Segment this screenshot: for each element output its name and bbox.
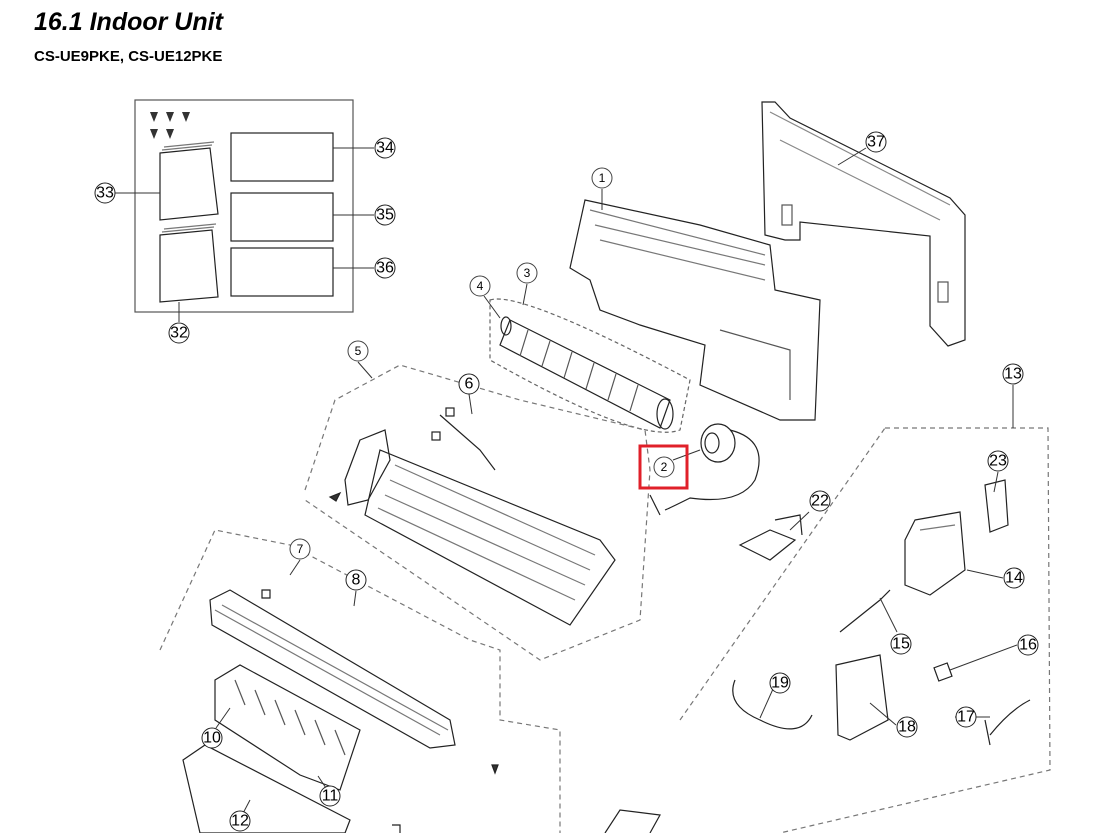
callout-34: 34	[374, 137, 396, 159]
callout-8: 8	[345, 569, 367, 591]
discharge-grille	[209, 589, 456, 749]
callout-16-label: 16	[1019, 637, 1037, 654]
callout-36: 36	[374, 257, 396, 279]
callout-35: 35	[374, 204, 396, 226]
callout-4-label: 4	[477, 279, 484, 293]
callout-37: 37	[865, 131, 887, 153]
callout-16: 16	[1017, 634, 1039, 656]
callout-19: 19	[769, 672, 791, 694]
electronic-group-outline	[679, 427, 1051, 833]
callout-14-label: 14	[1005, 570, 1023, 587]
control-board	[904, 511, 966, 596]
callout-13-label: 13	[1004, 366, 1022, 383]
front-panel-group-outline	[159, 529, 561, 833]
callout-6: 6	[458, 373, 480, 395]
wire-part-17	[984, 699, 1031, 746]
callout-2: 2	[653, 456, 675, 478]
callout-36-label: 36	[376, 260, 394, 277]
wire-part-19	[732, 679, 813, 730]
callout-12: 12	[229, 810, 251, 832]
electronic-cover	[835, 654, 889, 741]
callout-14: 14	[1003, 567, 1025, 589]
callout-7: 7	[289, 538, 311, 560]
fan-motor	[649, 423, 760, 516]
callout-22: 22	[809, 490, 831, 512]
callout-33: 33	[94, 182, 116, 204]
callout-33-label: 33	[96, 185, 114, 202]
callout-32-label: 32	[170, 325, 188, 342]
evaporator	[328, 407, 616, 626]
manual-booklet-32	[159, 229, 219, 303]
callout-18-label: 18	[898, 719, 916, 736]
callout-8-label: 8	[352, 572, 361, 589]
callout-6-label: 6	[465, 376, 474, 393]
callout-5-label: 5	[355, 344, 362, 358]
callout-10: 10	[201, 727, 223, 749]
callout-19-label: 19	[771, 675, 789, 692]
screws-icon	[150, 112, 190, 139]
callout-32: 32	[168, 322, 190, 344]
callout-35-label: 35	[376, 207, 394, 224]
callout-15: 15	[890, 633, 912, 655]
callout-17-label: 17	[957, 709, 975, 726]
evaporator-group-outline	[304, 364, 651, 661]
installation-plate	[761, 101, 966, 347]
callout-13: 13	[1002, 363, 1024, 385]
accessories-box	[134, 99, 354, 313]
callout-15-label: 15	[892, 636, 910, 653]
callout-34-label: 34	[376, 140, 394, 157]
manual-booklet-33	[159, 147, 219, 221]
terminal-block	[984, 479, 1009, 533]
sensor-harness	[839, 589, 891, 633]
callout-1-label: 1	[599, 171, 606, 185]
callout-4: 4	[469, 275, 491, 297]
highlight-box	[638, 444, 689, 490]
indoor-display-pcb	[738, 514, 803, 561]
horizontal-louver	[182, 744, 351, 833]
callout-5: 5	[347, 340, 369, 362]
callout-18: 18	[896, 716, 918, 738]
callout-3-label: 3	[524, 266, 531, 280]
callout-11: 11	[319, 785, 341, 807]
callout-10-label: 10	[203, 730, 221, 747]
model-subtitle: CS-UE9PKE, CS-UE12PKE	[34, 48, 223, 65]
callout-22-label: 22	[811, 493, 829, 510]
leader-lines	[115, 147, 1018, 820]
chassis-frame	[569, 199, 821, 421]
screw-icon	[491, 764, 499, 775]
connector-part-16	[933, 662, 953, 682]
callout-7-label: 7	[297, 542, 304, 556]
callout-12-label: 12	[231, 813, 249, 830]
vertical-vanes	[214, 664, 361, 791]
callout-1: 1	[591, 167, 613, 189]
fan-bearing	[500, 316, 512, 336]
partial-part-bottom	[392, 809, 661, 833]
callout-2-label: 2	[661, 460, 668, 474]
page-title: 16.1 Indoor Unit	[34, 8, 223, 36]
callout-3: 3	[516, 262, 538, 284]
cross-flow-fan	[489, 298, 691, 433]
callout-23: 23	[987, 450, 1009, 472]
callout-17: 17	[955, 706, 977, 728]
callout-37-label: 37	[867, 134, 885, 151]
callout-11-label: 11	[322, 788, 339, 805]
callout-23-label: 23	[989, 453, 1007, 470]
